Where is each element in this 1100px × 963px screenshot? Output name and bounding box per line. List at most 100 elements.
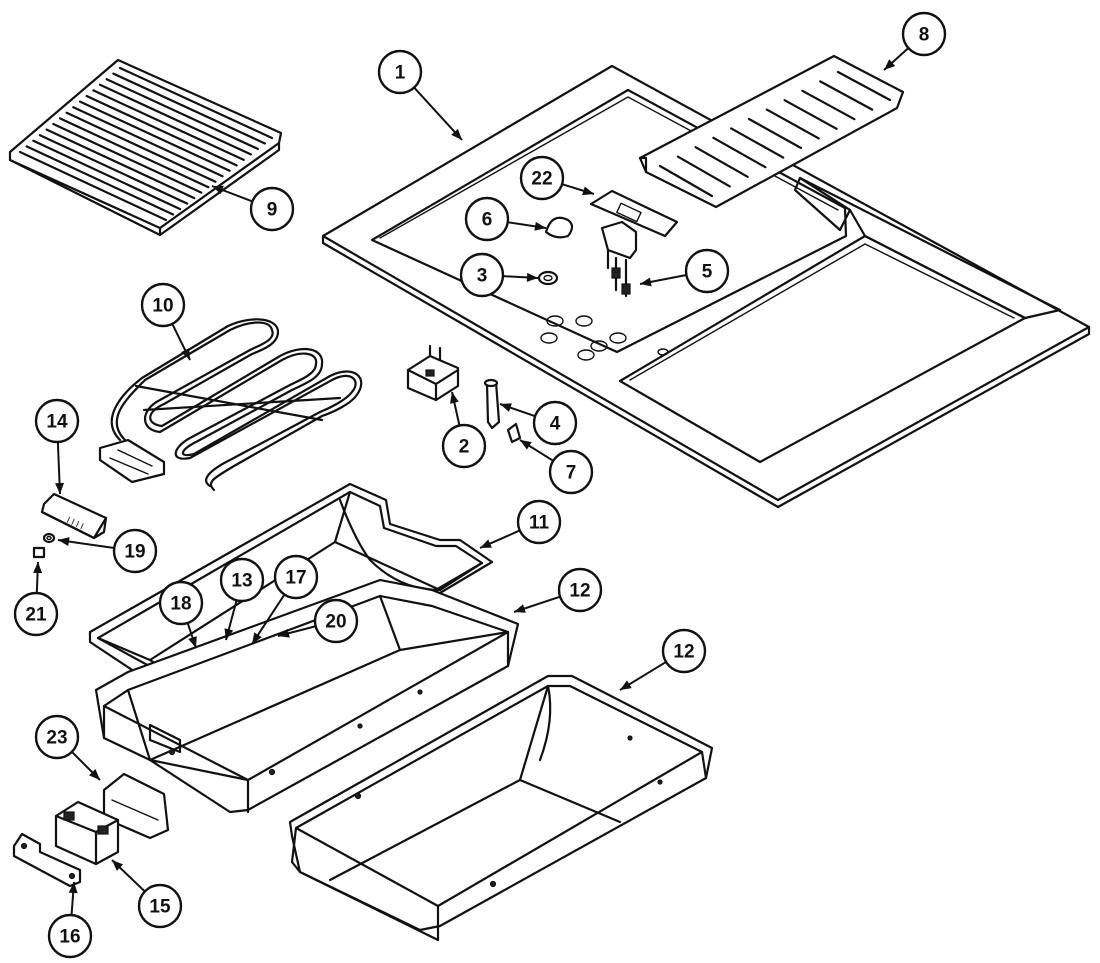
part-heating-element xyxy=(98,318,363,492)
callout-3: 3 xyxy=(459,252,505,298)
callout-number: 6 xyxy=(482,210,493,231)
grille-rib xyxy=(658,164,714,198)
callout-number: 11 xyxy=(529,513,550,534)
leader-arrowhead xyxy=(212,185,224,195)
grille-rib xyxy=(118,66,274,140)
part-drawer-upper xyxy=(94,578,520,814)
leader-arrowhead xyxy=(252,632,262,644)
callout-5: 5 xyxy=(684,248,730,294)
grille-rib xyxy=(32,139,182,211)
callout-7: 7 xyxy=(548,449,594,495)
grille-rib xyxy=(730,127,785,159)
callout-9: 9 xyxy=(249,186,295,232)
callout-circle xyxy=(464,196,510,242)
callout-circle xyxy=(519,155,565,201)
grille-rib xyxy=(765,108,820,140)
part-nut xyxy=(537,270,559,286)
callout-number: 22 xyxy=(531,169,552,190)
callout-18: 18 xyxy=(158,580,204,626)
callout-circle xyxy=(459,252,505,298)
callout-circle xyxy=(158,580,204,626)
part-switch xyxy=(600,220,638,298)
callout-4: 4 xyxy=(532,400,578,446)
callout-23: 23 xyxy=(34,714,80,760)
grille-rib xyxy=(52,122,203,194)
leader-arrowhead xyxy=(278,628,290,638)
callout-circle xyxy=(661,628,707,674)
callout-circle xyxy=(112,528,158,574)
callout-number: 14 xyxy=(46,412,68,433)
grille-rib xyxy=(65,111,217,183)
part-grille-right xyxy=(638,54,905,209)
leader-arrowhead xyxy=(520,440,532,450)
part-terminal-bracket xyxy=(54,800,120,866)
callout-number: 16 xyxy=(59,927,80,948)
callout-number: 2 xyxy=(459,437,470,458)
leader-arrowhead xyxy=(112,860,124,871)
callout-circle xyxy=(219,557,265,603)
callout-circle xyxy=(249,186,295,232)
callout-13: 13 xyxy=(219,557,265,603)
part-strap xyxy=(12,832,82,888)
part-terminal-block: I I I I xyxy=(40,492,108,540)
part-clip xyxy=(506,422,522,444)
grille-rib xyxy=(801,89,856,121)
grille-rib xyxy=(105,78,259,151)
grille-rib xyxy=(78,100,231,172)
grille-rib xyxy=(38,134,189,205)
grille-rib xyxy=(712,136,767,169)
callout-circle xyxy=(377,49,423,95)
callout-6: 6 xyxy=(464,196,510,242)
part-bracket-plate xyxy=(589,189,679,238)
callout-number: 23 xyxy=(46,728,67,749)
callout-20: 20 xyxy=(313,598,359,644)
callout-number: 9 xyxy=(267,200,278,221)
callout-number: 13 xyxy=(231,571,252,592)
leader-arrowhead xyxy=(451,128,462,140)
grille-rib xyxy=(45,128,196,200)
leader-line xyxy=(413,86,463,141)
leader-arrowhead xyxy=(526,272,538,282)
grille-rib xyxy=(18,150,168,222)
grille-rib xyxy=(98,83,252,156)
grille-rib xyxy=(58,117,210,189)
callout-15: 15 xyxy=(137,883,183,929)
part-small-block xyxy=(32,546,46,559)
callout-number: 15 xyxy=(149,897,171,918)
callout-number: 17 xyxy=(285,568,306,589)
grille-rib xyxy=(25,145,175,216)
leader-arrowhead xyxy=(33,562,43,574)
grille-rib xyxy=(747,117,803,150)
leader-arrowhead xyxy=(480,539,492,548)
leader-arrowhead xyxy=(500,403,512,412)
callout-circle xyxy=(313,598,359,644)
callout-circle xyxy=(273,554,319,600)
part-drawer-lower xyxy=(288,674,714,942)
part-connector-block xyxy=(406,344,460,402)
leader-arrowhead xyxy=(55,482,65,494)
callout-number: 19 xyxy=(124,542,145,563)
leader-arrowhead xyxy=(181,348,190,360)
part-pin xyxy=(483,378,501,430)
callout-circle xyxy=(532,400,578,446)
grille-rib xyxy=(72,106,224,178)
leader-arrowhead xyxy=(620,680,632,690)
callout-number: 7 xyxy=(566,463,577,484)
callout-number: 3 xyxy=(477,266,488,287)
callout-circle xyxy=(548,449,594,495)
grille-rib xyxy=(92,89,245,161)
callout-11: 11 xyxy=(516,499,562,545)
callout-number: 10 xyxy=(152,296,173,317)
callout-14: 14 xyxy=(34,398,80,444)
part-dome-cap xyxy=(544,216,574,239)
callout-12: 12 xyxy=(557,567,603,613)
callout-number: 4 xyxy=(550,414,561,435)
leader-arrowhead xyxy=(224,628,234,640)
callout-17: 17 xyxy=(273,554,319,600)
part-grille-left xyxy=(8,58,283,237)
callout-circle xyxy=(47,913,93,959)
leader-arrowhead xyxy=(89,769,100,780)
callout-number: 12 xyxy=(569,581,590,602)
